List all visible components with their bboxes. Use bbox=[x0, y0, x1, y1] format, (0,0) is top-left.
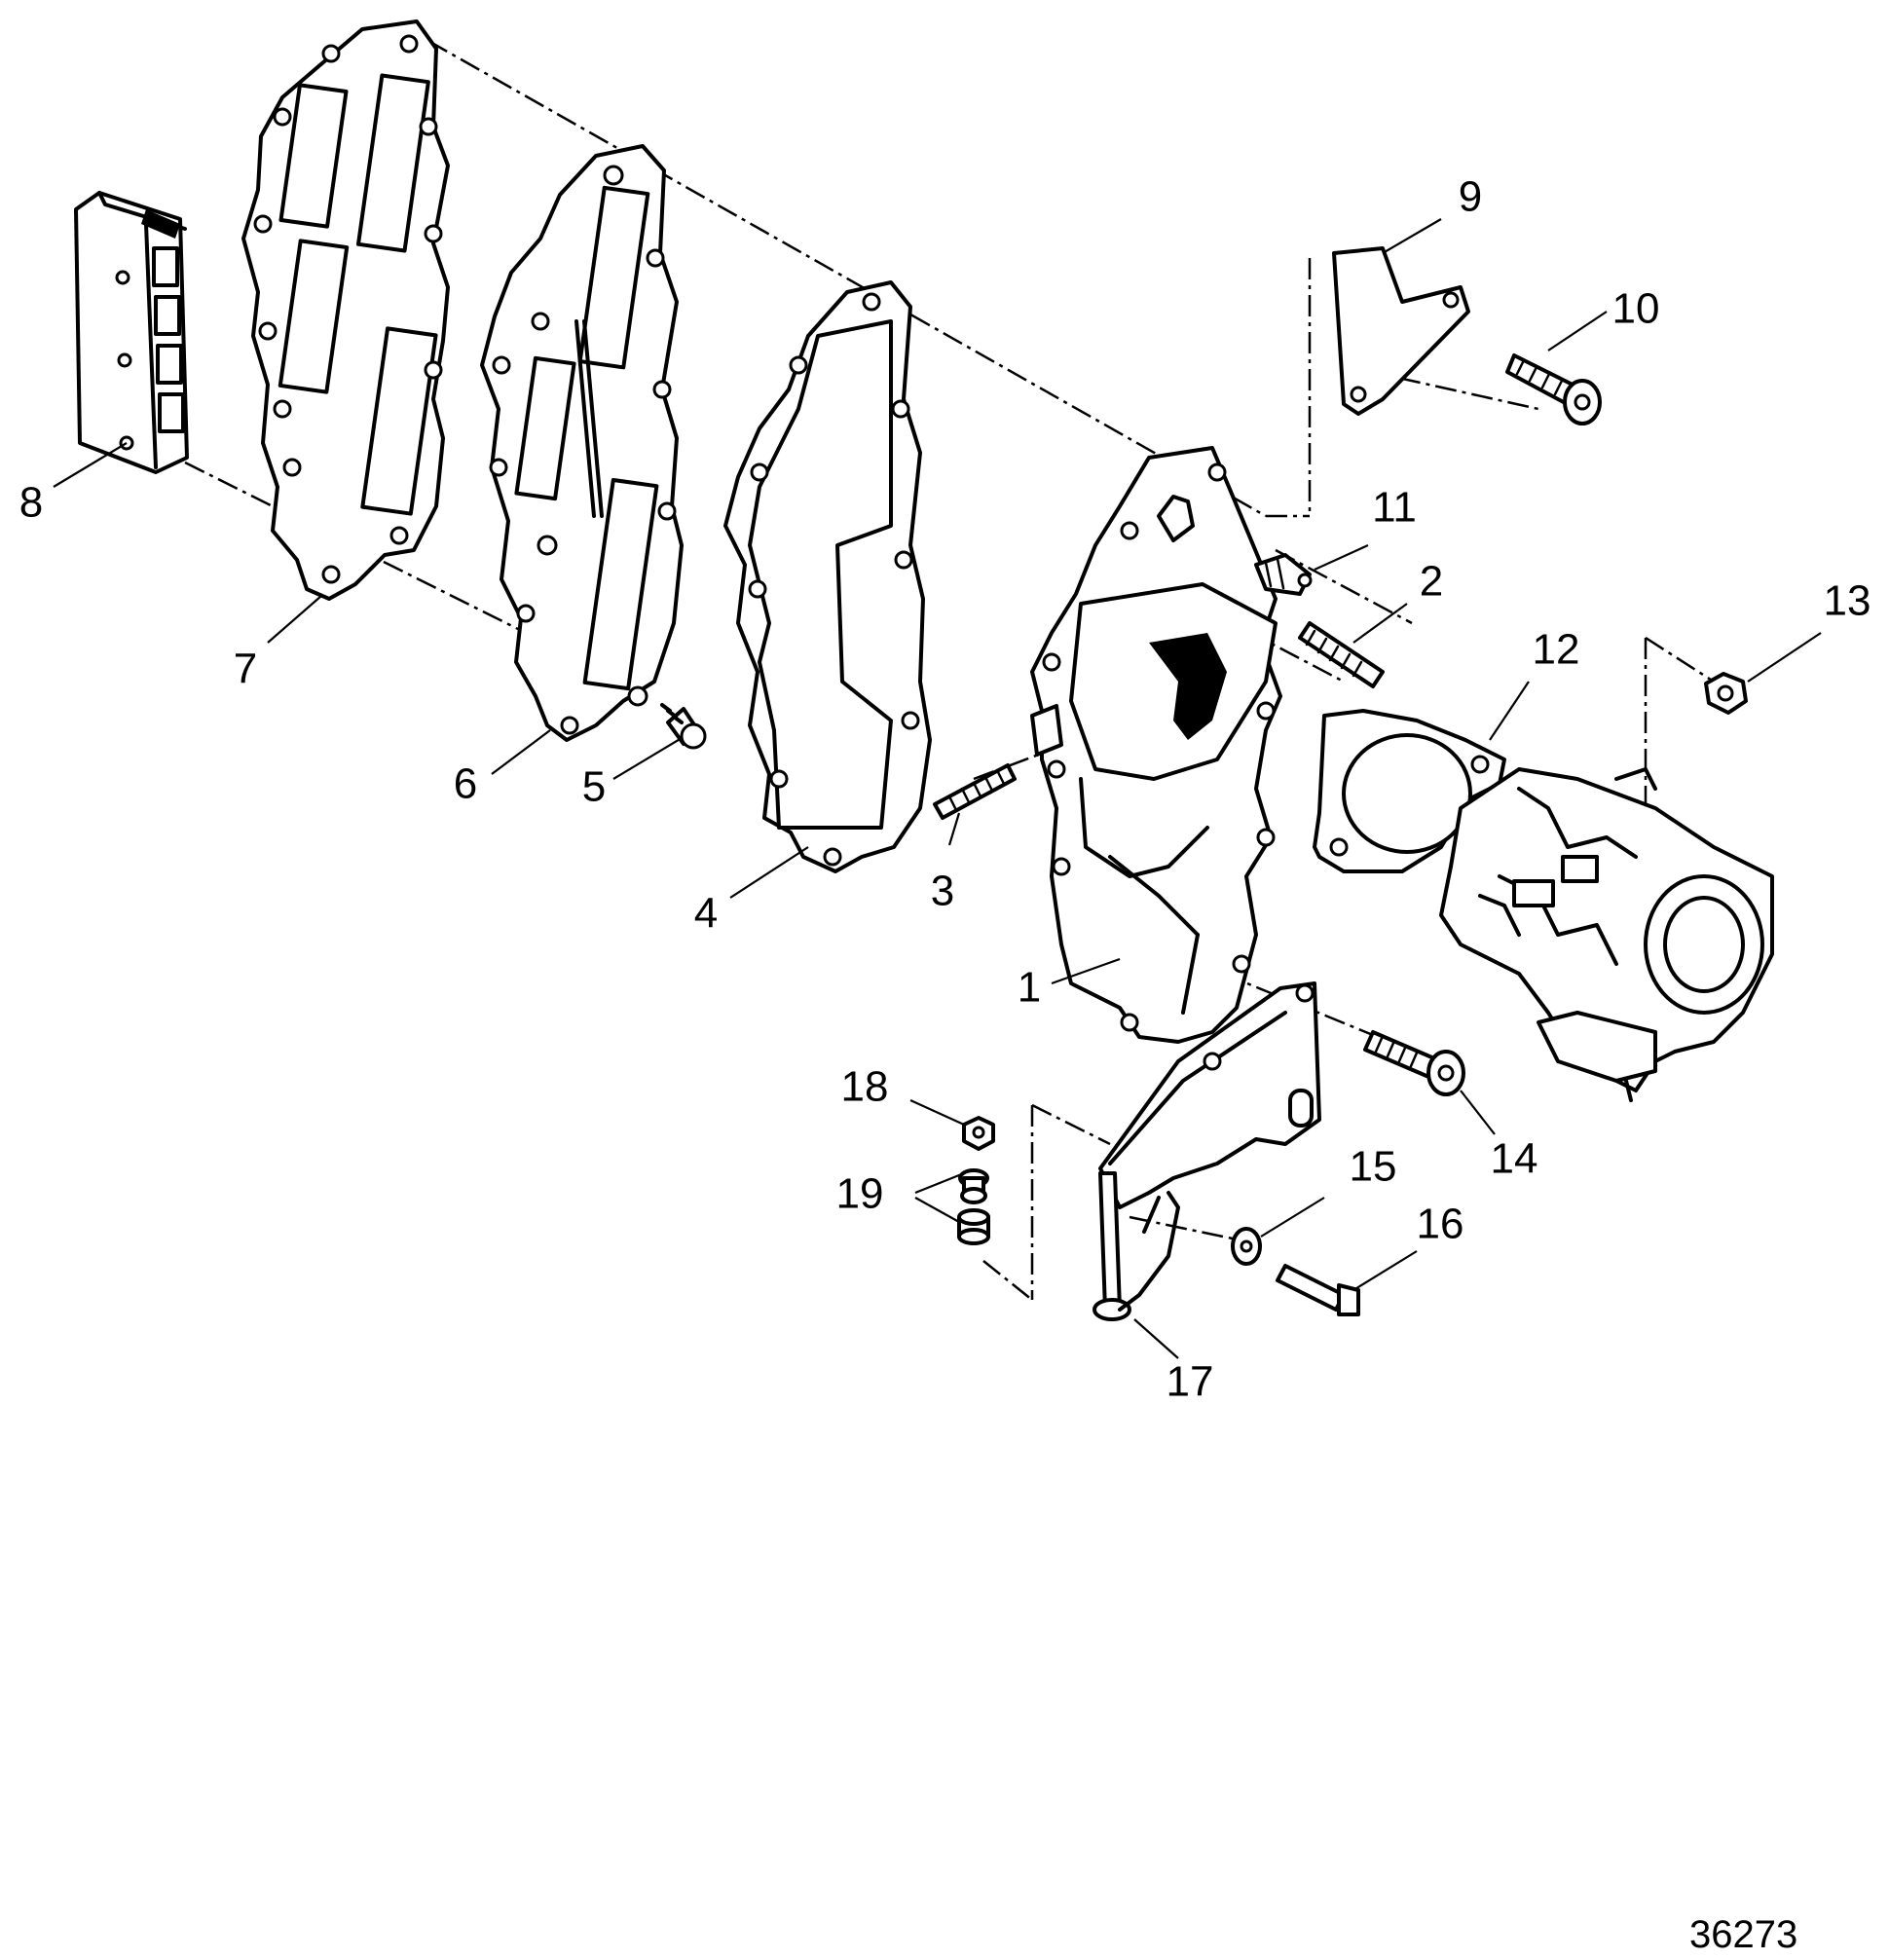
part-9-bracket bbox=[1332, 246, 1470, 416]
callout-7: 7 bbox=[234, 646, 257, 693]
leader-lines bbox=[53, 218, 1822, 1359]
part-5-screw bbox=[660, 703, 707, 750]
callout-3: 3 bbox=[931, 868, 954, 915]
callout-16: 16 bbox=[1417, 1201, 1464, 1248]
part-15-washer bbox=[1231, 1227, 1262, 1266]
part-18-nut bbox=[962, 1116, 995, 1151]
part-14-screw bbox=[1363, 1030, 1465, 1096]
carburetor bbox=[1439, 767, 1774, 1102]
callout-6: 6 bbox=[454, 760, 477, 808]
callout-4: 4 bbox=[694, 890, 718, 938]
callout-19: 19 bbox=[836, 1170, 884, 1218]
callout-8: 8 bbox=[19, 479, 43, 527]
part-19-bushings bbox=[957, 1168, 990, 1245]
part-7-gasket bbox=[241, 19, 450, 601]
callout-2: 2 bbox=[1420, 558, 1443, 606]
callout-18: 18 bbox=[841, 1063, 889, 1111]
callout-11: 11 bbox=[1372, 484, 1417, 532]
part-13-nut bbox=[1704, 672, 1748, 715]
part-12-gasket bbox=[1313, 709, 1506, 873]
callout-5: 5 bbox=[582, 763, 606, 811]
part-11-fitting bbox=[1254, 553, 1313, 596]
callout-9: 9 bbox=[1459, 173, 1482, 221]
part-16-screw bbox=[1276, 1264, 1360, 1316]
part-10-screw bbox=[1505, 353, 1602, 425]
callout-14: 14 bbox=[1491, 1135, 1538, 1183]
part-6-gasket-plate bbox=[480, 144, 684, 742]
callout-1: 1 bbox=[1018, 964, 1041, 1012]
callout-13: 13 bbox=[1824, 577, 1871, 625]
callout-10: 10 bbox=[1612, 285, 1660, 333]
callout-12: 12 bbox=[1533, 626, 1580, 674]
part-8-reed-block bbox=[74, 191, 189, 474]
callout-17: 17 bbox=[1167, 1358, 1214, 1406]
callout-labels: 1 2 3 4 5 6 7 8 9 10 11 12 13 14 15 16 1… bbox=[19, 173, 1871, 1406]
part-4-gasket bbox=[723, 280, 932, 873]
part-3-stud bbox=[933, 763, 1017, 820]
callout-15: 15 bbox=[1350, 1143, 1397, 1191]
diagram-reference-number: 36273 bbox=[1689, 1913, 1797, 1956]
part-17-bracket bbox=[1093, 981, 1321, 1321]
part-1-intake-manifold bbox=[1030, 446, 1282, 1044]
part-2-stud bbox=[1298, 621, 1385, 688]
